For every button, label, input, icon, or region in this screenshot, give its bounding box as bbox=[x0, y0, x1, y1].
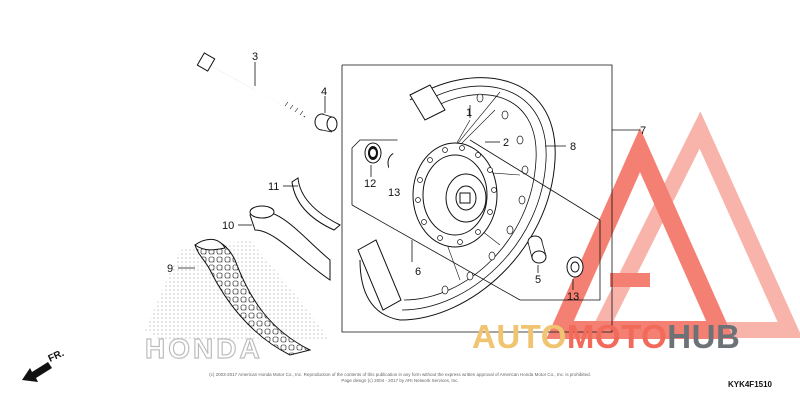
callout-12: 12 bbox=[364, 178, 376, 190]
copyright-notice: (c) 2003-2017 American Honda Motor Co., … bbox=[170, 372, 630, 384]
callout-1: 1 bbox=[466, 107, 472, 119]
axle-bolt bbox=[196, 52, 306, 118]
callout-5: 5 bbox=[535, 274, 541, 286]
callout-13-right: 13 bbox=[567, 291, 579, 303]
assembly-frame bbox=[341, 64, 613, 333]
callout-11: 11 bbox=[268, 181, 279, 193]
bearing-right bbox=[566, 256, 584, 290]
wheel-hub bbox=[412, 142, 498, 248]
callout-4: 4 bbox=[321, 86, 327, 98]
callout-2: 2 bbox=[503, 137, 509, 149]
watermark-hub: HUB bbox=[667, 318, 741, 355]
diagram-code: KYK4F1510 bbox=[727, 380, 772, 389]
watermark-auto: AUTO bbox=[472, 318, 567, 355]
dust-seal bbox=[364, 142, 382, 177]
direction-label: FR. bbox=[47, 348, 66, 365]
callout-7: 7 bbox=[640, 125, 646, 137]
callout-13-left: 13 bbox=[388, 187, 400, 199]
brand-mark: HONDA bbox=[145, 333, 263, 364]
copyright-line-2: Page design (c) 2004 - 2017 by ARI Netwo… bbox=[341, 378, 459, 383]
callout-6: 6 bbox=[415, 266, 421, 278]
front-direction-arrow: FR. bbox=[22, 348, 66, 382]
callout-3: 3 bbox=[252, 51, 258, 63]
callout-8: 8 bbox=[570, 141, 576, 153]
callout-10: 10 bbox=[222, 220, 234, 232]
watermark-text: AUTOMOTOHUB bbox=[472, 318, 740, 356]
callout-9: 9 bbox=[167, 263, 173, 275]
rim-band bbox=[283, 177, 341, 231]
inner-tube bbox=[238, 205, 331, 281]
distance-collar bbox=[527, 235, 547, 273]
watermark-moto: MOTO bbox=[566, 318, 668, 355]
tire bbox=[178, 238, 312, 356]
side-collar bbox=[314, 96, 338, 133]
copyright-line-1: (c) 2003-2017 American Honda Motor Co., … bbox=[209, 372, 591, 377]
